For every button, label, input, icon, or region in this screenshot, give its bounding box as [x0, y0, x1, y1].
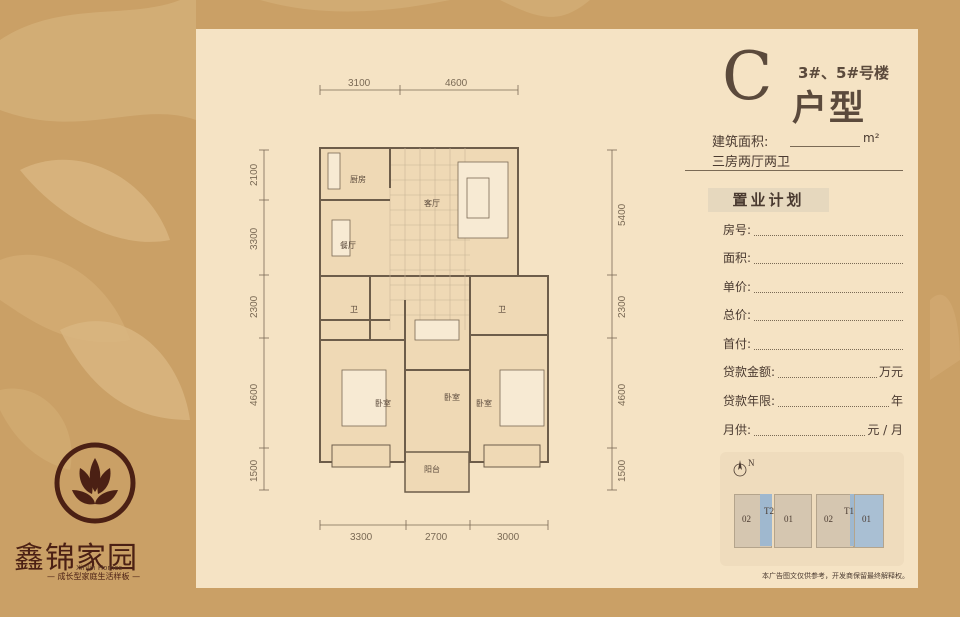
brand-tagline: — 成长型家庭生活样板 — — [47, 572, 141, 581]
field-label: 总价: — [723, 306, 754, 323]
keymap-label: 02 — [824, 514, 833, 524]
field-label: 单价: — [723, 278, 754, 295]
field-unit-price[interactable]: 单价: — [723, 278, 903, 298]
room-bedroom-2: 卧室 — [444, 392, 460, 402]
header-divider — [685, 170, 903, 171]
building-number: 3#、5#号楼 — [798, 64, 890, 82]
field-suffix: 万元 — [876, 363, 903, 380]
left-dim-2: 3300 — [249, 227, 260, 250]
building-block — [854, 494, 884, 548]
room-bath-1: 卫 — [350, 305, 358, 314]
keymap-label: T2 — [764, 506, 774, 516]
room-bath-2: 卫 — [498, 305, 506, 314]
highlight-block — [760, 494, 772, 546]
top-dim-2: 4600 — [445, 78, 468, 89]
field-loan-years[interactable]: 贷款年限: 年 — [723, 392, 903, 412]
top-dim-1: 3100 — [348, 78, 371, 89]
area-label: 建筑面积: — [712, 135, 769, 150]
field-suffix: 元 / 月 — [865, 421, 903, 438]
north-label: N — [748, 458, 755, 468]
lotus-logo-icon — [54, 442, 136, 524]
field-loan-amount[interactable]: 贷款金额: 万元 — [723, 363, 903, 383]
building-block — [816, 494, 854, 548]
field-label: 贷款金额: — [723, 363, 778, 380]
site-key-map: N 02 T2 01 02 T1 01 — [720, 452, 904, 566]
right-dim-2: 2300 — [617, 295, 628, 318]
brand-english: XinJin Homes — [76, 564, 123, 572]
field-label: 面积: — [723, 249, 754, 266]
room-bedroom-3: 卧室 — [476, 398, 492, 408]
right-dim-1: 5400 — [617, 203, 628, 226]
bottom-dim-1: 3300 — [350, 532, 373, 540]
keymap-label: T1 — [844, 506, 854, 516]
room-bedroom-1: 卧室 — [375, 398, 391, 408]
field-monthly-payment[interactable]: 月供: 元 / 月 — [723, 421, 903, 441]
room-balcony: 阳台 — [424, 464, 440, 474]
left-dim-3: 2300 — [249, 295, 260, 318]
right-dim-3: 4600 — [617, 383, 628, 406]
floor-plan: 厨房 餐厅 客厅 卫 卫 卧室 卧室 卧室 阳台 3100 4600 3300 … — [249, 78, 628, 540]
field-label: 贷款年限: — [723, 392, 778, 409]
room-kitchen: 厨房 — [350, 174, 366, 184]
room-layout: 三房两厅两卫 — [712, 155, 791, 170]
unit-letter: C — [722, 38, 773, 115]
right-dim-4: 1500 — [617, 459, 628, 482]
bottom-dim-2: 2700 — [425, 532, 448, 540]
field-down-payment[interactable]: 首付: — [723, 335, 903, 355]
area-unit: m² — [863, 131, 880, 145]
field-room-no[interactable]: 房号: — [723, 221, 903, 241]
field-label: 首付: — [723, 335, 754, 352]
field-total-price[interactable]: 总价: — [723, 306, 903, 326]
disclaimer: 本广告图文仅供参考，开发商保留最终解释权。 — [762, 572, 909, 580]
bottom-dim-3: 3000 — [497, 532, 520, 540]
brand-name: 鑫锦家园 — [14, 541, 138, 576]
area-blank — [790, 146, 860, 147]
keymap-label: 01 — [862, 514, 871, 524]
building-block — [774, 494, 812, 548]
keymap-label: 02 — [742, 514, 751, 524]
left-dim-4: 4600 — [249, 383, 260, 406]
north-arrow-icon — [733, 460, 747, 477]
left-dim-1: 2100 — [249, 163, 260, 186]
field-suffix: 年 — [888, 392, 903, 409]
left-dim-5: 1500 — [249, 459, 260, 482]
room-living: 客厅 — [424, 198, 440, 208]
unit-type: 户型 — [792, 89, 867, 129]
field-label: 月供: — [723, 421, 754, 438]
keymap-label: 01 — [784, 514, 793, 524]
field-area[interactable]: 面积: — [723, 249, 903, 269]
plan-title: 置业计划 — [708, 188, 829, 212]
room-dining: 餐厅 — [340, 241, 356, 250]
field-label: 房号: — [723, 221, 754, 238]
